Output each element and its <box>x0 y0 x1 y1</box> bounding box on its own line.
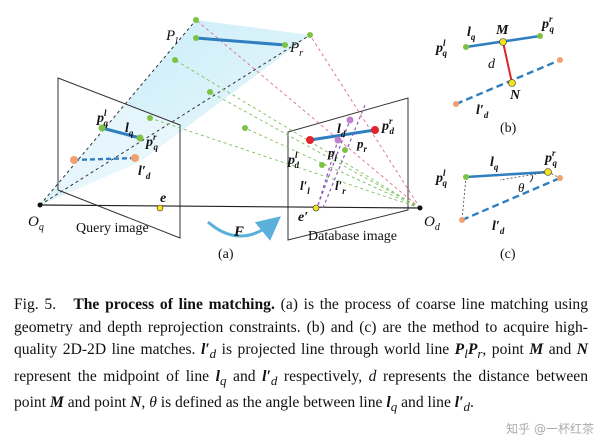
line-lq <box>101 126 141 140</box>
world-line-PlPr <box>195 36 286 47</box>
label-Pr: Pr <box>289 40 303 59</box>
c-label-ld-prime: l′d <box>492 219 505 236</box>
b-distance-d <box>502 41 513 84</box>
b-label-lq: lq <box>467 25 476 42</box>
camera-Oq <box>37 202 43 208</box>
line-ld-prime <box>73 156 136 162</box>
label-l-l-prime: l′l <box>300 178 310 196</box>
label-pr: pr <box>356 136 368 154</box>
label-a: (a) <box>218 247 234 262</box>
label-database-image: Database image <box>308 229 397 244</box>
camera-Od <box>417 205 423 211</box>
label-pl: pl <box>327 145 338 163</box>
label-F: F <box>233 224 244 240</box>
c-line-lq <box>465 170 549 179</box>
watermark: 知乎 @一杯红茶 <box>506 422 594 436</box>
c-label-lq: lq <box>490 155 499 172</box>
label-l-r-prime: l′r <box>335 178 346 196</box>
b-label-d: d <box>488 57 496 72</box>
b-label-M: M <box>495 23 509 38</box>
label-ld: ld <box>337 122 346 139</box>
b-label-ld-prime: l′d <box>476 103 489 120</box>
point-Pr <box>282 42 288 48</box>
label-Oq: Oq <box>28 214 44 233</box>
label-ld-prime: l′d <box>138 164 151 181</box>
c-label-theta: θ <box>518 180 525 195</box>
epipole-e <box>156 204 164 212</box>
c-line-ld-prime <box>461 176 561 222</box>
b-line-ld-prime <box>455 58 561 106</box>
label-e: e <box>160 191 166 206</box>
point-Pl <box>193 17 199 23</box>
label-Pl: Pl <box>165 28 178 47</box>
label-b: (b) <box>500 121 517 136</box>
label-e-prime: e′ <box>298 210 308 225</box>
label-Od: Od <box>424 214 441 233</box>
figure-caption: Fig. 5. The process of line matching. (a… <box>14 296 589 415</box>
fundamental-arrow <box>207 216 281 241</box>
caption-fig-number: Fig. 5. <box>14 296 57 313</box>
caption-title: The process of line matching. <box>73 296 275 313</box>
label-lq: lq <box>125 121 134 138</box>
label-query-image: Query image <box>76 221 149 236</box>
label-c: (c) <box>500 247 516 262</box>
b-label-N: N <box>509 88 521 103</box>
epipole-e-prime <box>312 204 320 212</box>
line-ld <box>309 128 376 142</box>
baseline <box>39 204 421 209</box>
c-angle-arc <box>529 174 534 183</box>
